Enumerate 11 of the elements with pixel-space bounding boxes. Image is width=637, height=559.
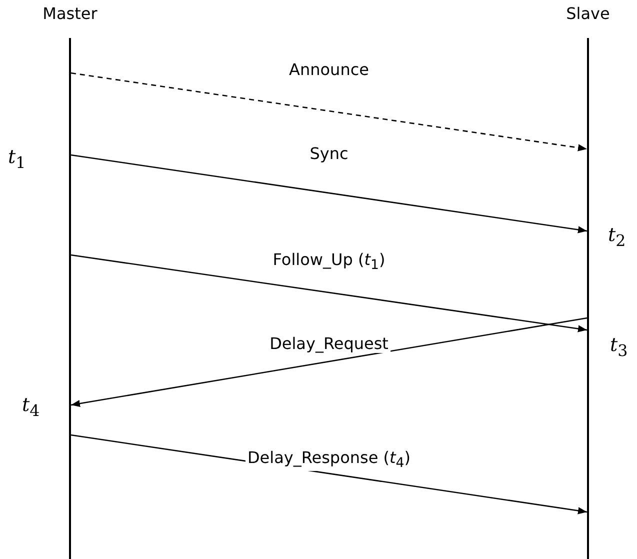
message-arrow (70, 72, 588, 152)
timestamp-label: t$_{3}$ (610, 334, 628, 360)
edge-label: Sync (308, 144, 350, 163)
timestamp-label: t$_{2}$ (608, 224, 626, 250)
participant-label: Master (42, 4, 98, 23)
message-arrow (70, 254, 588, 332)
message-arrow (70, 154, 588, 234)
message-arrow (70, 317, 588, 408)
timestamp-label: t$_{1}$ (8, 146, 26, 172)
participant-label: Slave (565, 4, 611, 23)
timestamp-label: t$_{4}$ (22, 394, 40, 420)
